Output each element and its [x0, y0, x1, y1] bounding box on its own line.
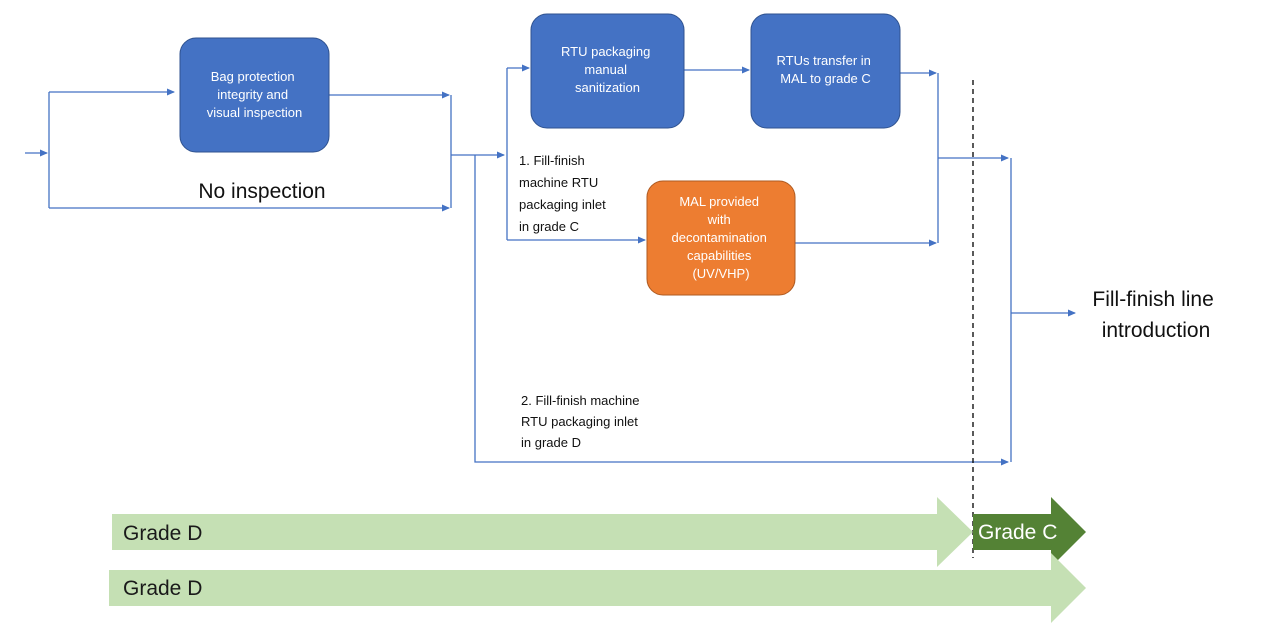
option1-label-line: in grade C: [519, 219, 579, 234]
no-inspection-label: No inspection: [198, 180, 325, 203]
line-introduction-label-line: introduction: [1102, 319, 1211, 342]
option1-label-line: machine RTU: [519, 175, 598, 190]
node-text-line: RTUs transfer in: [776, 53, 870, 68]
node-bag-inspection: Bag protection integrity and visual insp…: [179, 37, 330, 153]
svg-text:RTUs transfer in MAL to: RTUs transfer in MAL to grade C: [776, 53, 874, 86]
option2-label-line: 2. Fill-finish machine: [521, 393, 640, 408]
node-text-line: visual inspection: [207, 105, 302, 120]
option2-label-line: in grade D: [521, 435, 581, 450]
node-text-line: (UV/VHP): [692, 266, 749, 281]
grade-d-bottom-label: Grade D: [123, 577, 202, 600]
flow-connectors: [25, 64, 1076, 466]
node-text-line: Bag protection: [211, 69, 295, 84]
line-introduction-label-line: Fill-finish line: [1092, 288, 1213, 311]
node-text-line: sanitization: [575, 80, 640, 95]
option1-label-line: 1. Fill-finish: [519, 153, 585, 168]
node-rtu-transfer: RTUs transfer in MAL to grade C: [750, 13, 901, 129]
svg-text:MAL provided with: MAL provided with decontamination capabi…: [671, 194, 770, 281]
option2-label-line: RTU packaging inlet: [521, 414, 638, 429]
node-text-line: capabilities: [687, 248, 752, 263]
grade-d-top-arrow: [112, 497, 973, 567]
svg-text:RTU packaging manual: RTU packaging manual sanitization: [561, 44, 654, 95]
node-text-line: integrity and: [217, 87, 288, 102]
node-text-line: manual: [584, 62, 627, 77]
option1-label-line: packaging inlet: [519, 197, 606, 212]
grade-c-arrow: [973, 497, 1086, 567]
node-text-line: RTU packaging: [561, 44, 650, 59]
grade-d-top-label: Grade D: [123, 522, 202, 545]
node-text-line: MAL to grade C: [780, 71, 871, 86]
option1-label: 1. Fill-finish machine RTU packaging inl…: [519, 153, 609, 234]
grade-zone-arrows: Grade D Grade C Grade D: [109, 497, 1086, 623]
grade-c-label: Grade C: [978, 521, 1057, 544]
node-text-line: MAL provided: [679, 194, 759, 209]
node-rtu-sanitization: RTU packaging manual sanitization: [530, 13, 685, 129]
node-text-line: decontamination: [671, 230, 766, 245]
option2-label: 2. Fill-finish machine RTU packaging inl…: [521, 393, 643, 450]
option2-connector: [474, 155, 1009, 466]
node-mal-decontamination: MAL provided with decontamination capabi…: [646, 180, 796, 296]
svg-text:Bag protection integrity: Bag protection integrity and visual insp…: [207, 69, 302, 120]
grade-d-bottom-arrow: [109, 553, 1086, 623]
node-text-line: with: [707, 212, 731, 227]
line-introduction-label: Fill-finish line introduction: [1092, 288, 1219, 342]
